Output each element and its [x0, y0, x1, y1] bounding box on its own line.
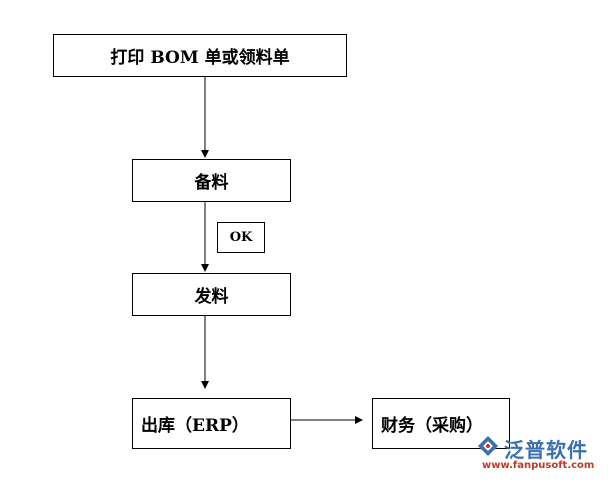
- node-finance-purchase: 财务（采购）: [372, 398, 510, 449]
- node-prepare-materials: 备料: [132, 159, 291, 202]
- node-outbound-erp: 出库（ERP）: [132, 398, 291, 449]
- watermark-logo: 泛普软件 www.fanpusoft.com: [476, 432, 606, 478]
- node-ok-label: OK: [217, 222, 265, 253]
- logo-name: 泛普软件: [504, 438, 588, 462]
- logo-mark-icon: [478, 436, 498, 456]
- node-print-bom: 打印 BOM 单或领料单: [53, 34, 347, 77]
- node-issue-materials: 发料: [132, 273, 291, 316]
- logo-url: www.fanpusoft.com: [482, 460, 595, 471]
